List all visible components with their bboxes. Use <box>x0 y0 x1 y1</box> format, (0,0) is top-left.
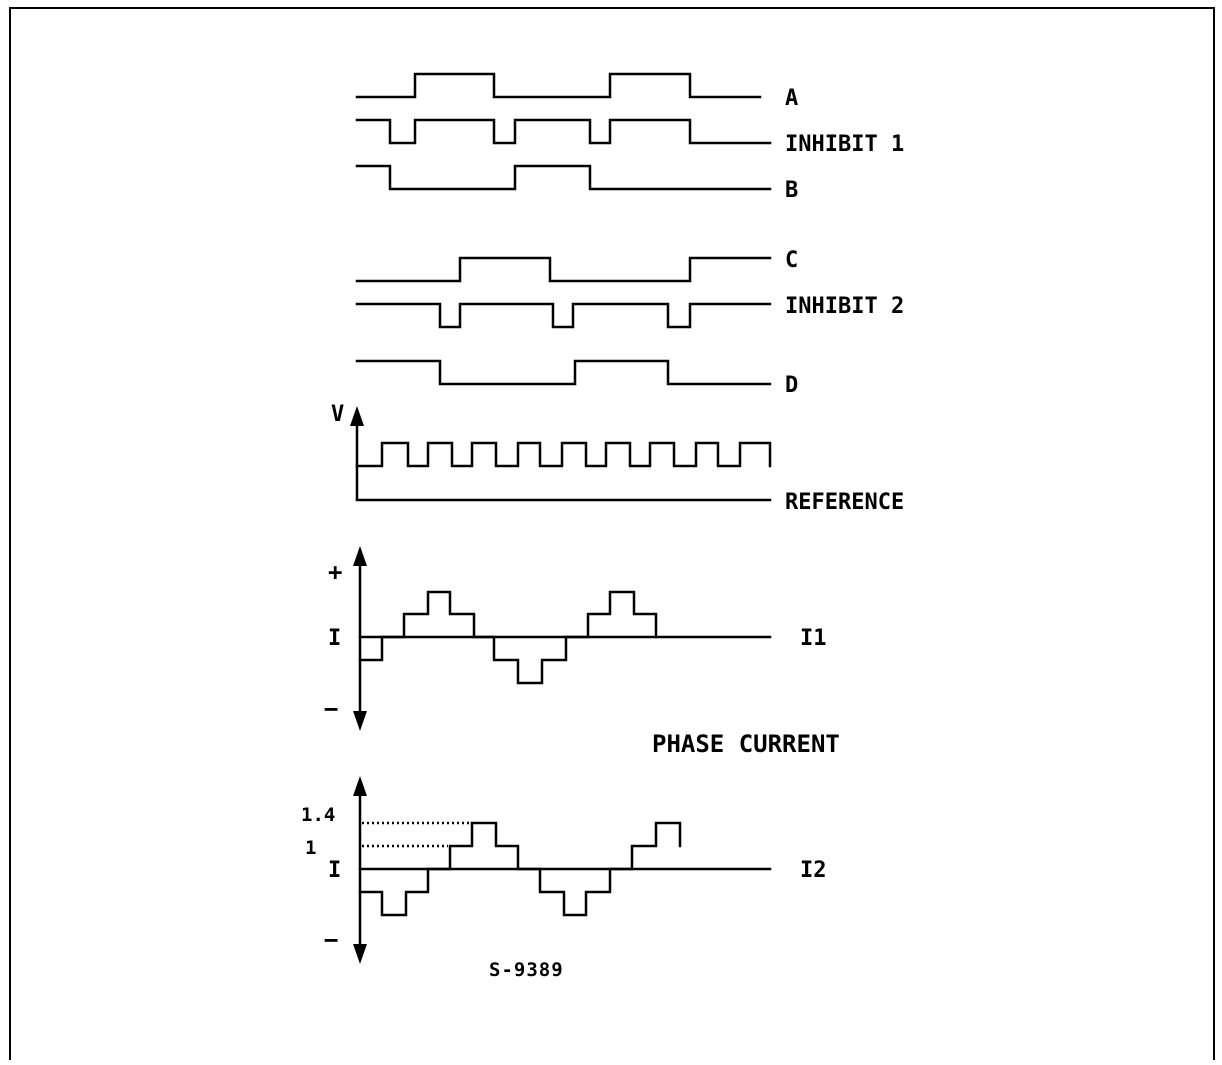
label-inhibit-2: INHIBIT 2 <box>785 294 904 319</box>
waveform-inhibit-2 <box>355 302 772 329</box>
i1-current-axis <box>353 546 367 731</box>
label-inhibit-1: INHIBIT 1 <box>785 132 904 157</box>
label-d: D <box>785 373 798 398</box>
waveform-b <box>355 164 772 191</box>
reference-axis <box>350 406 364 500</box>
page-border <box>9 7 1215 1060</box>
waveform-i2 <box>358 821 682 917</box>
label-reference: REFERENCE <box>785 490 904 515</box>
level-label-1: 1 <box>305 837 316 859</box>
waveform-reference-chopper <box>355 441 772 468</box>
label-i1: I1 <box>800 626 827 651</box>
figure-id: S-9389 <box>489 959 564 981</box>
axis-label-plus: + <box>328 558 342 586</box>
label-c: C <box>785 248 798 273</box>
waveform-c <box>355 256 772 283</box>
axis-label-v: V <box>331 402 344 427</box>
axis-label-minus-bottom: − <box>324 926 338 954</box>
label-b: B <box>785 178 798 203</box>
waveform-d <box>355 359 772 386</box>
waveform-inhibit-1 <box>355 118 772 145</box>
label-a: A <box>785 86 798 111</box>
level-label-1-4: 1.4 <box>301 804 335 826</box>
axis-label-i-top: I <box>328 626 341 651</box>
label-i2: I2 <box>800 858 827 883</box>
section-title-phase-current: PHASE CURRENT <box>652 730 840 758</box>
axis-label-i-bottom: I <box>328 858 341 883</box>
waveform-a <box>355 72 762 99</box>
axis-label-minus-top: − <box>324 695 338 723</box>
waveform-i1 <box>358 590 658 685</box>
